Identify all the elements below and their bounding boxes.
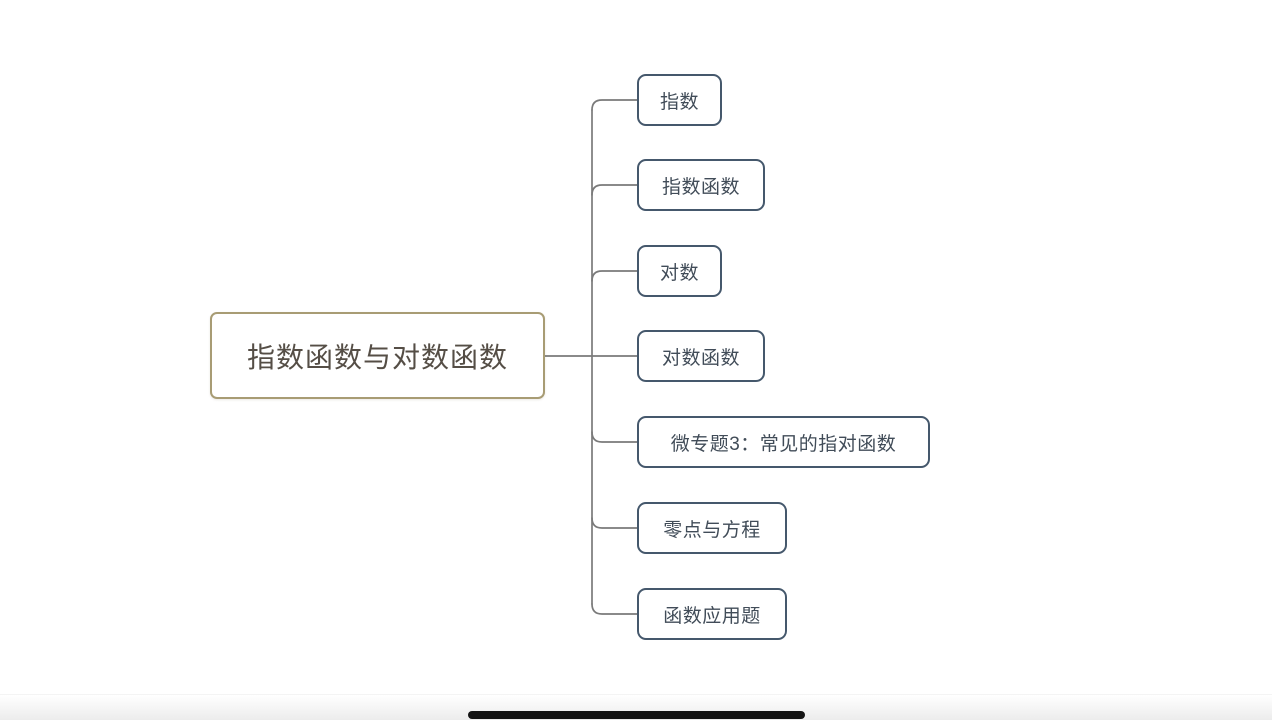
child-node-label: 指数函数	[661, 176, 740, 198]
child-node-label: 函数应用题	[663, 605, 761, 627]
connector-child-7	[591, 603, 638, 615]
child-node-zeros-and-equations[interactable]: 零点与方程	[637, 502, 787, 554]
connector-child-1	[591, 99, 638, 111]
child-node-micro-topic-3[interactable]: 微专题3：常见的指对函数	[637, 416, 930, 468]
child-node-exponent[interactable]: 指数	[637, 74, 722, 126]
child-node-logarithmic-function[interactable]: 对数函数	[637, 330, 765, 382]
connector-child-2	[591, 184, 638, 196]
child-node-logarithm[interactable]: 对数	[637, 245, 722, 297]
child-node-label: 指数	[659, 91, 699, 113]
child-node-label: 零点与方程	[663, 519, 761, 541]
child-node-exponential-function[interactable]: 指数函数	[637, 159, 765, 211]
root-node-label: 指数函数与对数函数	[246, 341, 508, 373]
home-indicator-bar[interactable]	[468, 711, 805, 719]
child-node-label: 对数	[659, 262, 699, 284]
connector-child-5	[591, 431, 638, 443]
connector-child-6	[591, 517, 638, 529]
child-node-label: 对数函数	[661, 347, 740, 369]
root-node-exponential-logarithmic-functions[interactable]: 指数函数与对数函数	[210, 312, 545, 399]
connector-child-3	[591, 270, 638, 282]
child-node-function-application-problems[interactable]: 函数应用题	[637, 588, 787, 640]
child-node-label: 微专题3：常见的指对函数	[670, 433, 897, 455]
